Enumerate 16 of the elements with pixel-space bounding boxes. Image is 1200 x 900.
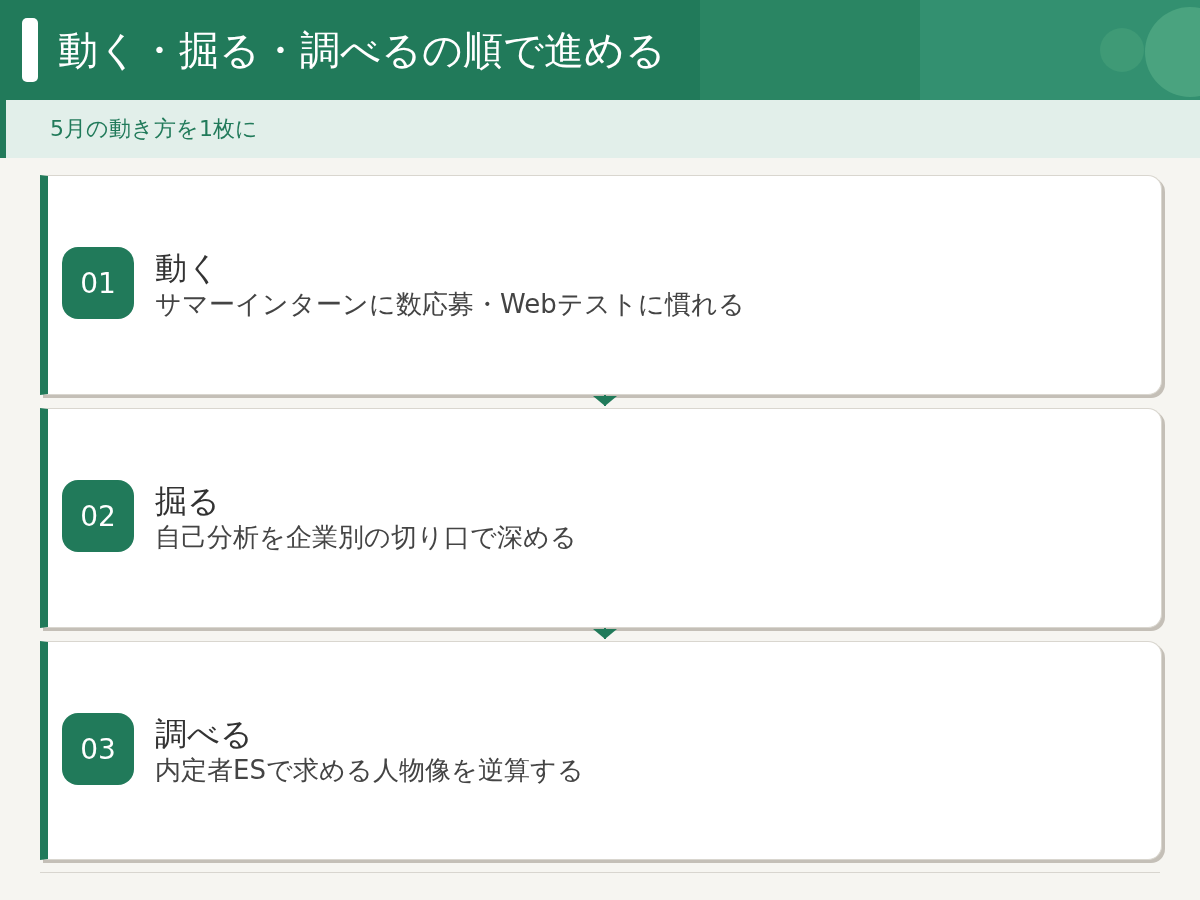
- step-card: [40, 175, 1162, 395]
- arrow: [593, 394, 617, 407]
- number-badge: 01: [62, 247, 134, 319]
- step-description: サマーインターンに数応募・Webテストに慣れる: [155, 288, 745, 321]
- step-title: 調べる: [155, 714, 254, 753]
- step-description: 内定者ESで求める人物像を逆算する: [155, 753, 584, 787]
- step-description: 自己分析を企業別の切り口で深める: [155, 521, 577, 554]
- title: 動く・掘る・調べるの順で進める: [58, 26, 666, 75]
- number-badge: 03: [62, 713, 134, 785]
- step-title: 動く: [155, 249, 221, 287]
- subtitle-bar: 5月の動き方を1枚に: [0, 100, 1200, 158]
- step-card: [40, 641, 1162, 860]
- arrow: [593, 627, 617, 640]
- step-title: 掘る: [155, 482, 221, 520]
- number-badge: 02: [62, 480, 134, 552]
- step-card: [40, 408, 1162, 628]
